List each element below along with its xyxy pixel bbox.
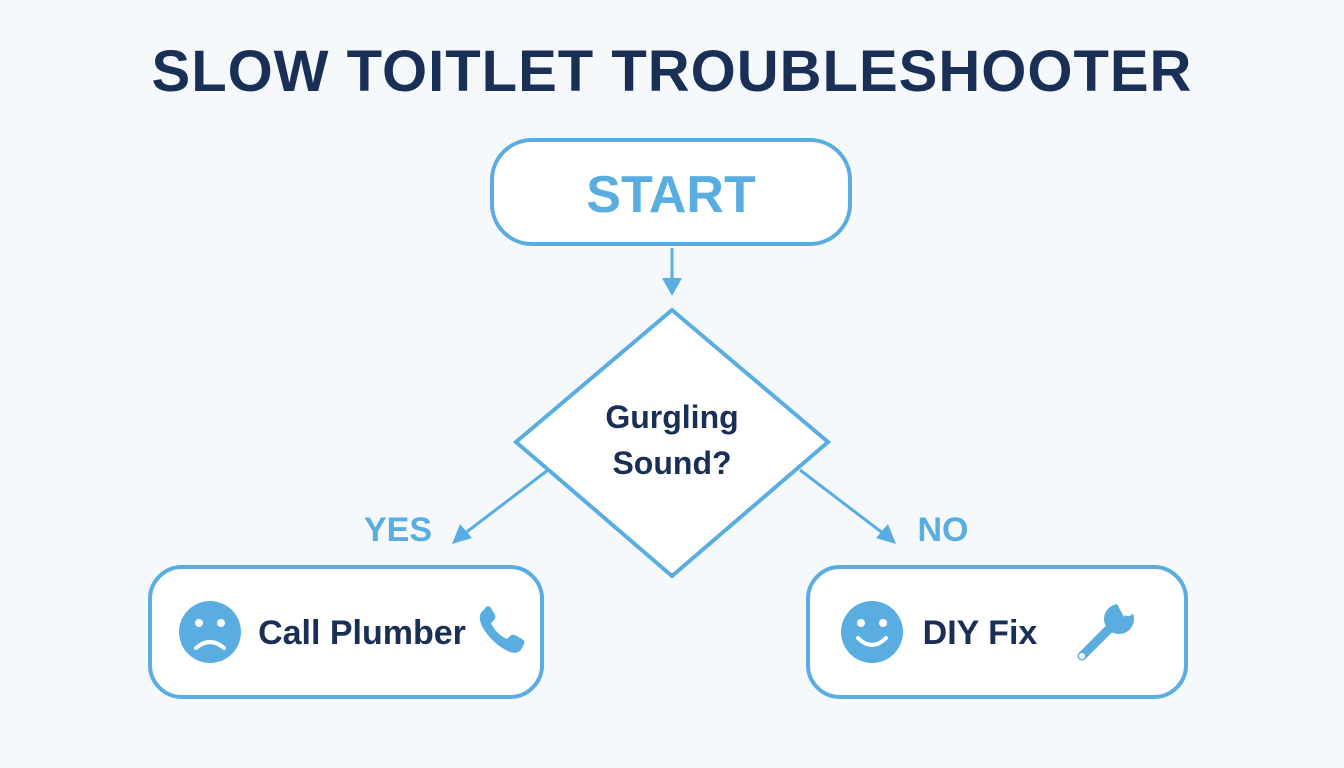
diy-fix-node-border: [806, 565, 1188, 699]
diy-fix-node[interactable]: DIY Fix: [806, 565, 1188, 699]
no-branch-label: NO: [918, 511, 969, 549]
connector-no: [799, 468, 885, 536]
start-node-label: START: [586, 166, 756, 224]
start-node[interactable]: START: [490, 138, 852, 246]
sad-face-icon: [179, 601, 241, 663]
call-plumber-node-border: [148, 565, 544, 699]
decision-node[interactable]: Gurgling Sound?: [512, 307, 832, 579]
start-node-border: [490, 138, 852, 246]
arrowhead-yes: [452, 524, 472, 544]
decision-node-line1: Gurgling: [605, 399, 738, 435]
yes-branch-label: YES: [364, 511, 432, 549]
call-plumber-label: Call Plumber: [258, 614, 466, 652]
diy-fix-label: DIY Fix: [923, 614, 1038, 652]
connector-yes: [463, 468, 549, 536]
arrowhead-start-to-decision: [662, 278, 682, 296]
decision-node-border: [512, 307, 832, 579]
arrowhead-no: [876, 524, 896, 544]
happy-face-icon: [841, 601, 903, 663]
call-plumber-node[interactable]: Call Plumber: [148, 565, 544, 699]
decision-node-line2: Sound?: [612, 445, 731, 481]
page-title: SLOW TOITLET TROUBLESHOOTER: [151, 39, 1193, 104]
phone-icon: [479, 606, 525, 653]
wrench-icon: [1077, 604, 1134, 661]
